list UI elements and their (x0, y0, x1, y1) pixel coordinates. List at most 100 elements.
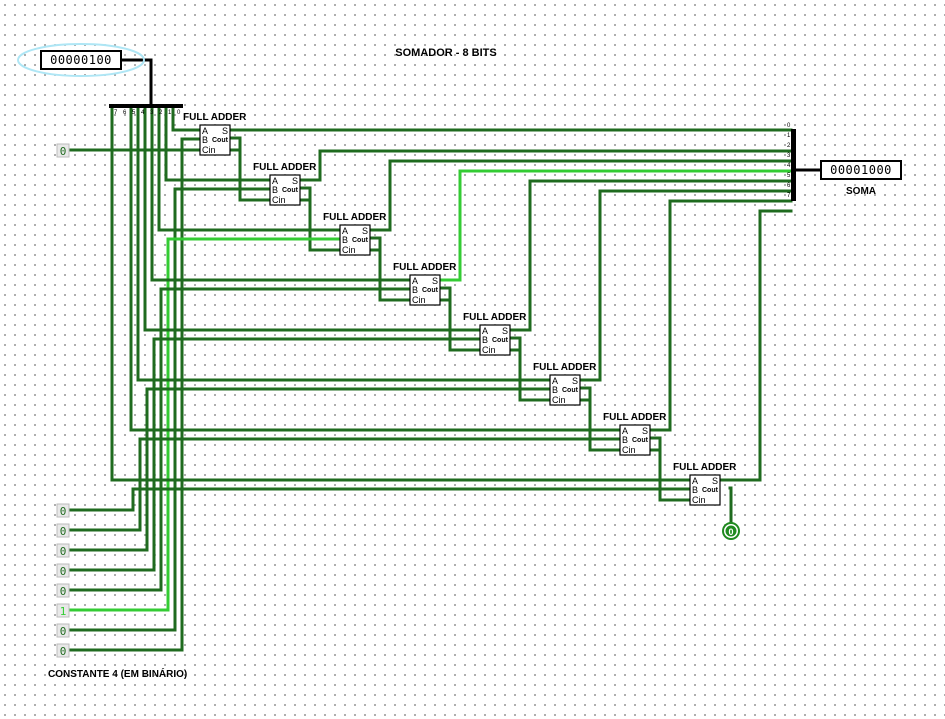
constant-input-pin[interactable]: 0 (56, 503, 70, 518)
pin-cout-label: Cout (422, 287, 439, 294)
output-splitter-index: 5 (787, 173, 791, 179)
pin-cout-label: Cout (282, 187, 299, 194)
input-register[interactable]: 00000100 (40, 50, 122, 70)
constant-input-value: 1 (60, 605, 67, 618)
constant-input-pin[interactable]: 0 (56, 623, 70, 638)
sum-wire-6 (648, 199, 793, 432)
full-adder-label: FULL ADDER (183, 112, 247, 123)
full-adder-label: FULL ADDER (603, 412, 667, 423)
pin-cout-label: Cout (352, 237, 369, 244)
input-splitter-index: 4 (141, 110, 145, 116)
pin-cout-label: Cout (632, 437, 649, 444)
pin-cin-label: Cin (272, 195, 286, 205)
pin-b-label: B (272, 185, 278, 195)
pin-s-label: S (712, 476, 718, 486)
constant-input-pins: 0 0 0 0 0 1 0 0 (56, 503, 70, 658)
constant-input-value: 0 (60, 585, 67, 598)
carry-in-value: 0 (60, 145, 67, 158)
output-splitter-index: 4 (787, 163, 791, 169)
carry-wire-4 (490, 336, 552, 402)
constant-input-value: 0 (60, 505, 67, 518)
carry-wire-2 (350, 236, 412, 302)
constant-input-value: 0 (60, 645, 67, 658)
constant-input-value: 0 (60, 525, 67, 538)
pin-s-label: S (432, 276, 438, 286)
carry-wire-3 (420, 286, 482, 352)
output-register[interactable]: 00001000 (820, 160, 902, 180)
pin-cin-label: Cin (552, 395, 566, 405)
pin-b-label: B (622, 435, 628, 445)
input-splitter-index: 3 (150, 110, 154, 116)
output-splitter-index: 0 (787, 123, 791, 129)
pin-cout-label: Cout (492, 337, 509, 344)
bit-b-wire-2 (67, 237, 342, 612)
components-layer: SOMADOR - 8 BITS 00000100 00001000 SOMA … (17, 43, 902, 680)
pin-s-label: S (642, 426, 648, 436)
pin-b-label: B (692, 485, 698, 495)
constant-input-pin[interactable]: 0 (56, 643, 70, 658)
input-splitter-index: 5 (132, 110, 136, 116)
carry-in-pin[interactable]: 0 (56, 143, 70, 158)
output-splitter-index: 7 (787, 193, 791, 199)
pin-a-label: A (692, 476, 698, 486)
pin-a-label: A (342, 226, 348, 236)
bit-a-wire-6 (129, 106, 622, 432)
sum-wire-2 (368, 159, 793, 232)
pin-a-label: A (272, 176, 278, 186)
pin-b-label: B (552, 385, 558, 395)
input-splitter-index: 6 (123, 110, 127, 116)
sum-wire-7 (718, 209, 793, 482)
pin-cin-label: Cin (482, 345, 496, 355)
sum-wire-5 (578, 189, 793, 382)
bit-a-wire-2 (157, 106, 342, 232)
output-splitter-index: 1 (787, 133, 791, 139)
pin-cout-label: Cout (562, 387, 579, 394)
bit-b-wire-6 (67, 437, 622, 532)
pin-b-label: B (482, 335, 488, 345)
input-splitter-index: 0 (177, 110, 181, 116)
constant-input-pin[interactable]: 0 (56, 583, 70, 598)
carry-wire-6 (630, 436, 692, 502)
carry-out-wire (728, 486, 733, 525)
output-splitter-index: 2 (787, 143, 791, 149)
full-adder-label: FULL ADDER (393, 262, 457, 273)
constant-input-pin[interactable]: 1 (56, 603, 70, 618)
pin-a-label: A (412, 276, 418, 286)
pin-a-label: A (202, 126, 208, 136)
sum-wire-4 (508, 179, 793, 332)
pin-s-label: S (222, 126, 228, 136)
bit-a-wire-0 (171, 106, 202, 132)
input-bus-wire (119, 58, 153, 106)
full-adder-label: FULL ADDER (533, 362, 597, 373)
pin-a-label: A (482, 326, 488, 336)
full-adder-label: FULL ADDER (673, 462, 737, 473)
carry-out-probe-value: 0 (728, 527, 733, 537)
constant-input-pin[interactable]: 0 (56, 523, 70, 538)
bit-a-wire-1 (164, 106, 272, 182)
bit-b-wire-1 (67, 187, 272, 632)
constant-input-pin[interactable]: 0 (56, 543, 70, 558)
pin-cin-label: Cin (692, 495, 706, 505)
input-splitter-index: 1 (168, 110, 172, 116)
pin-s-label: S (572, 376, 578, 386)
bit-b-wire-4 (67, 337, 482, 572)
full-adder-label: FULL ADDER (253, 162, 317, 173)
constant-input-pin[interactable]: 0 (56, 563, 70, 578)
bit-a-wire-7 (110, 106, 692, 482)
pin-s-label: S (502, 326, 508, 336)
pin-cin-label: Cin (412, 295, 426, 305)
pin-cin-label: Cin (622, 445, 636, 455)
sum-wire-1 (298, 149, 793, 182)
constant-input-value: 0 (60, 545, 67, 558)
pin-s-label: S (292, 176, 298, 186)
